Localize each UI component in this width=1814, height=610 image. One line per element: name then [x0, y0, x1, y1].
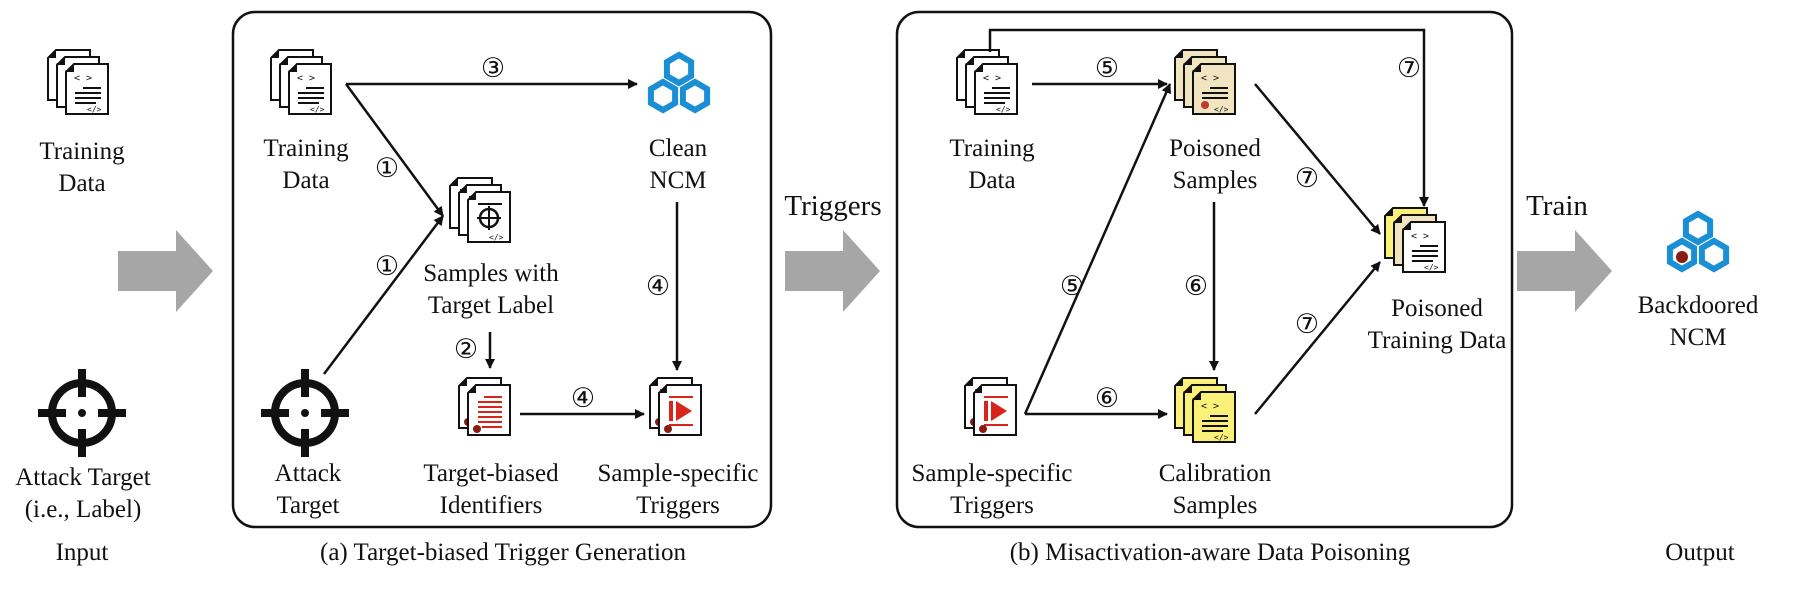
step-3: ③ [480, 53, 506, 84]
input-attack-target-label: Attack Target (i.e., Label) [0, 462, 166, 526]
label-line: Samples with [423, 260, 559, 287]
b-poisoned-training-data-icon [1384, 207, 1446, 273]
input-training-data-icon [48, 50, 108, 114]
a-clean-ncm-icon [651, 55, 707, 110]
label-line: Training [39, 138, 125, 165]
label-line: NCM [1669, 324, 1727, 351]
step-4: ④ [570, 383, 596, 414]
label-line: Data [968, 167, 1016, 194]
a-samples-target-label: Samples with Target Label [406, 258, 576, 322]
label-line: Training [263, 135, 349, 162]
panel-b-caption: (b) Misactivation-aware Data Poisoning [1009, 539, 1411, 566]
step-5: ⑤ [1059, 271, 1085, 302]
a-training-data-label: Training Data [246, 133, 366, 197]
label-line: Target Label [427, 292, 555, 319]
a-target-biased-identifiers-icon [458, 377, 511, 436]
label-line: Identifiers [439, 492, 543, 519]
label-line: Triggers [950, 492, 1034, 519]
label-line: Calibration [1158, 460, 1272, 487]
b-calibration-samples-icon [1174, 377, 1236, 443]
label-line: Data [58, 170, 106, 197]
label-line: Target [276, 492, 340, 519]
step-5: ⑤ [1094, 53, 1120, 84]
backdoored-ncm-icon [1670, 214, 1726, 269]
step-6: ⑥ [1094, 383, 1120, 414]
step-6: ⑥ [1183, 271, 1209, 302]
label-line: NCM [649, 167, 707, 194]
a-attack-target-icon [261, 369, 349, 457]
output-caption: Output [1665, 539, 1735, 566]
step-1: ① [374, 251, 400, 282]
b-poisoned-samples-icon [1174, 49, 1236, 115]
step-1: ① [374, 153, 400, 184]
label-line: Attack Target [15, 464, 151, 491]
label-line: Sample-specific [911, 460, 1073, 487]
input-training-data-label: Training Data [22, 136, 142, 200]
input-arrow [118, 230, 213, 312]
panel-a-arrows [323, 79, 682, 419]
step-4: ④ [645, 271, 671, 302]
b-training-data-icon [957, 50, 1017, 114]
b-poisoned-samples-label: Poisoned Samples [1150, 133, 1280, 197]
triggers-label: Triggers [784, 190, 882, 222]
a-target-label-samples-icon [448, 176, 512, 244]
input-attack-target-icon [38, 369, 126, 457]
label-line: Attack [274, 460, 342, 487]
label-line: Poisoned [1169, 135, 1261, 162]
train-arrow [1517, 230, 1612, 312]
b-sample-specific-label: Sample-specific Triggers [902, 458, 1082, 522]
step-2: ② [453, 334, 479, 365]
label-line: Target-biased [423, 460, 559, 487]
label-line: Poisoned [1391, 295, 1483, 322]
train-label: Train [1526, 190, 1588, 222]
label-line: Data [282, 167, 330, 194]
b-poisoned-training-label: Poisoned Training Data [1362, 293, 1512, 357]
label-line: Clean [648, 135, 708, 162]
step-7: ⑦ [1294, 309, 1320, 340]
b-sample-specific-triggers-icon [964, 377, 1017, 436]
panel-a-frame [231, 10, 773, 529]
b-training-data-label: Training Data [932, 133, 1052, 197]
step-7: ⑦ [1294, 163, 1320, 194]
b-calibration-label: Calibration Samples [1140, 458, 1290, 522]
panel-b-arrows [988, 28, 1429, 419]
a-attack-target-label: Attack Target [248, 458, 368, 522]
label-line: Triggers [636, 492, 720, 519]
a-sample-specific-triggers-icon [649, 377, 702, 436]
step-7: ⑦ [1396, 53, 1422, 84]
panel-b-frame [895, 10, 1514, 529]
label-line: Samples [1172, 167, 1258, 194]
label-line: Sample-specific [597, 460, 759, 487]
label-line: Training Data [1367, 327, 1507, 354]
a-training-data-icon [271, 50, 331, 114]
input-caption: Input [55, 539, 109, 566]
label-line: Samples [1172, 492, 1258, 519]
triggers-arrow [785, 230, 880, 312]
label-line: (i.e., Label) [24, 496, 142, 523]
label-line: Backdoored [1637, 292, 1759, 319]
label-line: Training [949, 135, 1035, 162]
panel-a-caption: (a) Target-biased Trigger Generation [320, 539, 686, 566]
a-clean-ncm-label: Clean NCM [618, 133, 738, 197]
backdoored-ncm-label: Backdoored NCM [1628, 290, 1768, 354]
a-sample-specific-label: Sample-specific Triggers [588, 458, 768, 522]
a-target-biased-label: Target-biased Identifiers [406, 458, 576, 522]
